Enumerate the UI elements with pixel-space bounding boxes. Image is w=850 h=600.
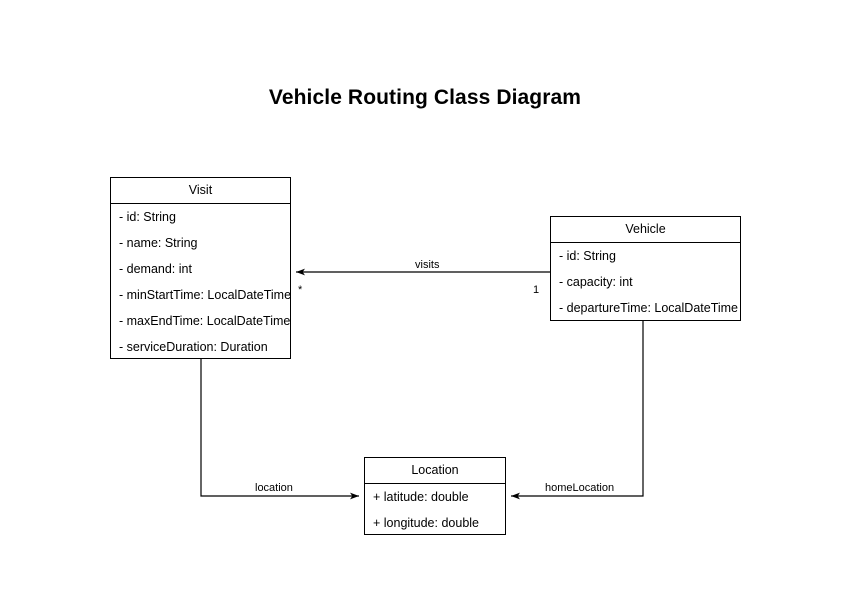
edge-location	[200, 359, 359, 500]
multiplicity-visits-source: 1	[533, 284, 540, 296]
class-box-location[interactable]: Location + latitude: double + longitude:…	[364, 457, 506, 535]
class-attribute: - id: String	[559, 249, 616, 263]
class-attribute: + latitude: double	[373, 490, 469, 504]
class-name-visit: Visit	[111, 178, 290, 204]
class-attribute: - departureTime: LocalDateTime	[559, 301, 739, 315]
class-box-vehicle[interactable]: Vehicle - id: String - capacity: int - d…	[550, 216, 741, 321]
class-attribute: + longitude: double	[373, 516, 479, 530]
class-attribute: - maxEndTime: LocalDateTime	[119, 314, 291, 328]
class-attribute: - demand: int	[119, 262, 192, 276]
class-attributes-visit: - id: String - name: String - demand: in…	[111, 204, 292, 360]
class-attribute: - minStartTime: LocalDateTime	[119, 288, 292, 302]
class-attributes-location: + latitude: double + longitude: double	[365, 484, 505, 536]
class-attributes-vehicle: - id: String - capacity: int - departure…	[551, 243, 740, 321]
class-name-location: Location	[365, 458, 505, 484]
page-title: Vehicle Routing Class Diagram	[268, 86, 582, 109]
class-attribute: - serviceDuration: Duration	[119, 340, 268, 354]
multiplicity-visits-target: *	[298, 284, 303, 296]
class-attribute: - id: String	[119, 210, 176, 224]
edge-label-home-location: homeLocation	[545, 482, 615, 494]
edge-label-visits: visits	[415, 259, 440, 271]
edge-label-location: location	[255, 482, 293, 494]
class-attribute: - name: String	[119, 236, 198, 250]
edge-home-location	[511, 321, 644, 500]
class-name-vehicle: Vehicle	[551, 217, 740, 243]
class-attribute: - capacity: int	[559, 275, 633, 289]
class-box-visit[interactable]: Visit - id: String - name: String - dema…	[110, 177, 291, 359]
